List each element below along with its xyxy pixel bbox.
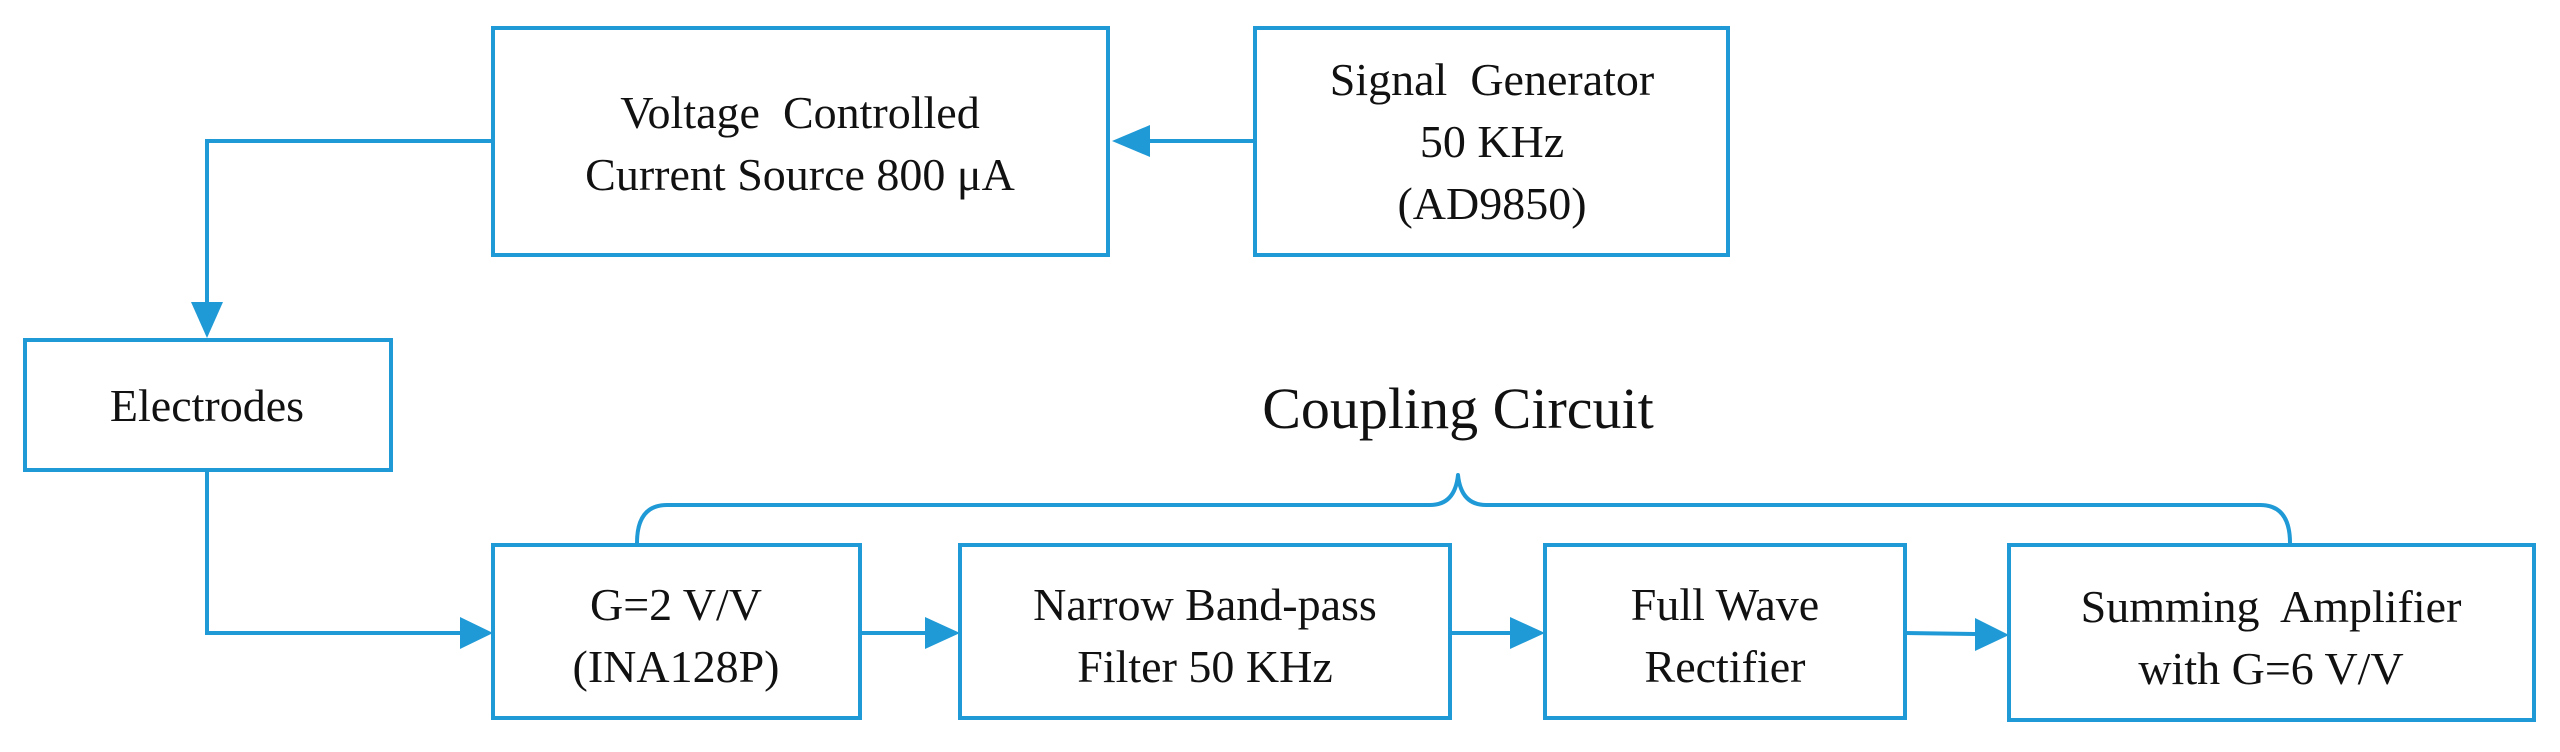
ina128p-label-line2: (INA128P) bbox=[573, 641, 780, 692]
arrowhead-signal-to-vccs bbox=[1112, 125, 1150, 157]
bandpass-label-line1: Narrow Band-pass bbox=[1033, 579, 1377, 630]
arrowhead-bandpass-to-rectifier bbox=[1510, 617, 1545, 649]
coupling-circuit-label: Coupling Circuit bbox=[1262, 376, 1654, 441]
bandpass-box bbox=[958, 543, 1452, 720]
vccs-label-line2: Current Source 800 μA bbox=[585, 149, 1015, 200]
arrowhead-electrodes-to-ina bbox=[460, 617, 493, 649]
rectifier-box bbox=[1543, 543, 1907, 720]
ina128p-block: G=2 V/V (INA128P) bbox=[491, 543, 862, 720]
rectifier-label-line2: Rectifier bbox=[1645, 641, 1806, 692]
rectifier-label-line1: Full Wave bbox=[1631, 579, 1819, 630]
arrowhead-vccs-to-electrodes bbox=[191, 302, 223, 338]
electrodes-block: Electrodes bbox=[23, 338, 393, 472]
signal-generator-label-line1: Signal Generator bbox=[1330, 54, 1654, 105]
summing-amplifier-label-line2: with G=6 V/V bbox=[2138, 643, 2403, 694]
signal-generator-block: Signal Generator 50 KHz (AD9850) bbox=[1253, 26, 1730, 257]
summing-amplifier-label-line1: Summing Amplifier bbox=[2081, 581, 2462, 632]
electrodes-box bbox=[23, 338, 393, 472]
bandpass-block: Narrow Band-pass Filter 50 KHz bbox=[958, 543, 1452, 720]
bandpass-label-line2: Filter 50 KHz bbox=[1077, 641, 1333, 692]
connectors bbox=[191, 125, 2009, 651]
vccs-label-line1: Voltage Controlled bbox=[620, 87, 979, 138]
coupling-circuit-brace bbox=[635, 473, 2292, 544]
arrowhead-ina-to-bandpass bbox=[925, 617, 960, 649]
connector-vccs-to-electrodes bbox=[205, 139, 493, 302]
connector-electrodes-to-ina bbox=[205, 470, 460, 635]
vccs-box bbox=[491, 26, 1110, 257]
rectifier-block: Full Wave Rectifier bbox=[1543, 543, 1907, 720]
signal-generator-label-line3: (AD9850) bbox=[1397, 178, 1586, 229]
arrowhead-rectifier-to-summing bbox=[1975, 618, 2009, 651]
vccs-block: Voltage Controlled Current Source 800 μA bbox=[491, 26, 1110, 257]
ina128p-box bbox=[491, 543, 862, 720]
signal-generator-box bbox=[1253, 26, 1730, 257]
signal-generator-label-line2: 50 KHz bbox=[1420, 116, 1564, 167]
connector-rectifier-to-summing bbox=[1904, 631, 1976, 636]
ina128p-label-line1: G=2 V/V bbox=[590, 579, 762, 630]
electrodes-label: Electrodes bbox=[110, 380, 304, 431]
summing-amplifier-block: Summing Amplifier with G=6 V/V bbox=[2007, 543, 2536, 722]
summing-amplifier-box bbox=[2007, 543, 2536, 722]
